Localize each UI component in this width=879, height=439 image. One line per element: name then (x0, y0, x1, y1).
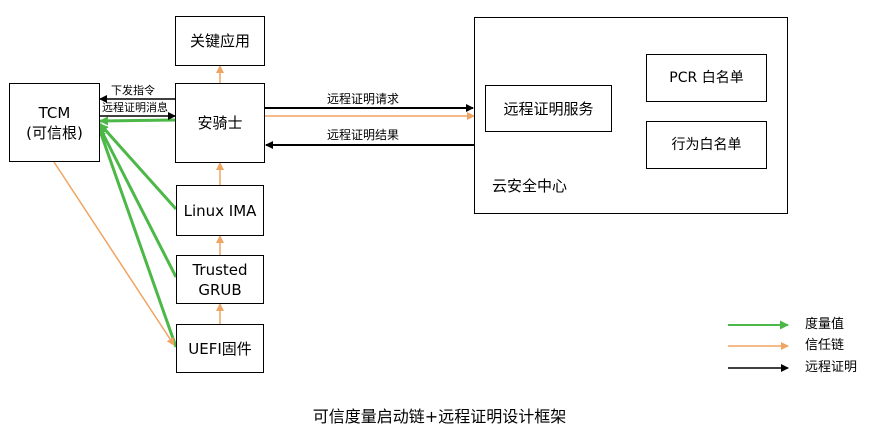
trust-arrow-tcm-uefi (53, 161, 175, 346)
legend-label-trust: 信任链 (805, 338, 845, 353)
attest-msg-label: 远程证明消息 (102, 101, 168, 114)
figure-caption: 可信度量启动链+远程证明设计框架 (312, 407, 567, 426)
issue-cmd-label: 下发指令 (111, 84, 155, 97)
attest-result-label: 远程证明结果 (327, 128, 400, 142)
behavior-whitelist-node: 行为白名单 (646, 121, 767, 169)
attest-service-node: 远程证明服务 (485, 85, 612, 132)
measure-arrow-uefi (97, 127, 178, 348)
legend-label-measure: 度量值 (805, 317, 845, 332)
anqishi-node: 安骑士 (175, 83, 265, 163)
pcr-whitelist-node: PCR 白名单 (646, 54, 767, 102)
legend-label-attest: 远程证明 (805, 360, 858, 375)
uefi-node: UEFI固件 (176, 324, 264, 373)
key-app-node: 关键应用 (175, 16, 265, 66)
trusted-grub-node: Trusted GRUB (176, 255, 264, 304)
measure-arrow-linux-ima (98, 123, 178, 210)
tcm-node: TCM (可信根) (9, 83, 100, 162)
measure-arrow-grub (97, 125, 178, 278)
attest-request-label: 远程证明请求 (327, 92, 400, 106)
linux-ima-node: Linux IMA (176, 185, 264, 236)
cloud-center-label: 云安全中心 (492, 177, 568, 195)
measure-arrow-anqishi (99, 116, 176, 126)
